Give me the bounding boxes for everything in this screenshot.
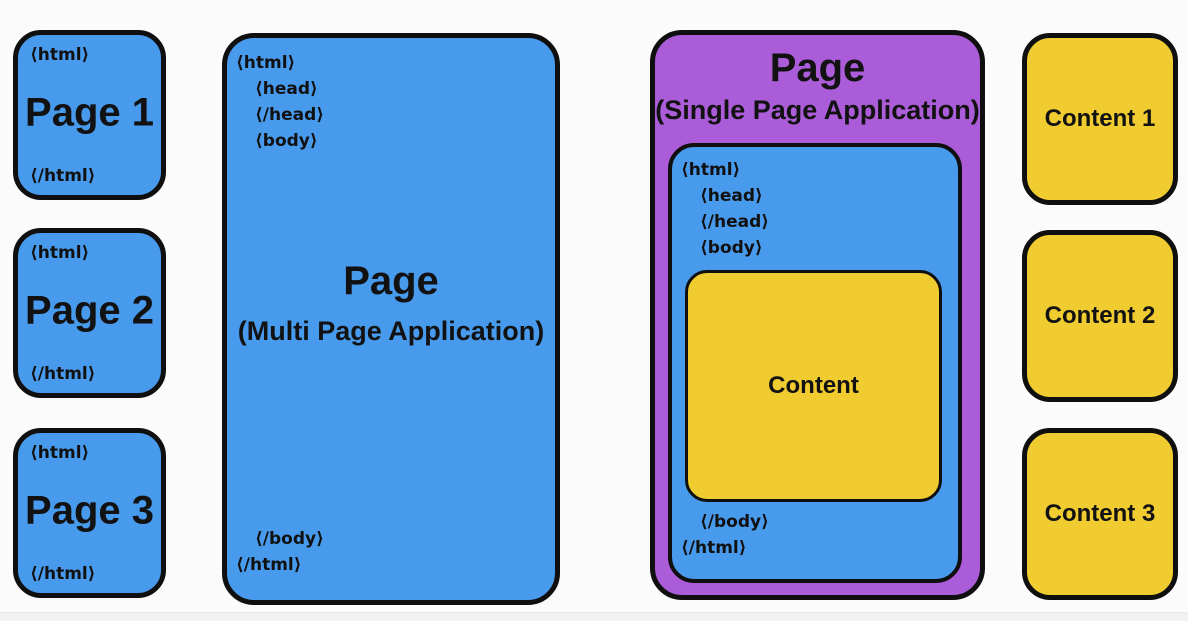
content2-box: Content 2 — [1022, 230, 1178, 402]
spa-open-tags: ⟨html⟩ ⟨head⟩ ⟨/head⟩ ⟨body⟩ — [681, 157, 769, 261]
page3-label: Page 3 — [25, 488, 154, 533]
mpa-subtitle: (Multi Page Application) — [237, 316, 545, 346]
body-open-tag: ⟨body⟩ — [700, 238, 763, 258]
html-close-tag: ⟨/html⟩ — [30, 364, 96, 384]
page2-label: Page 2 — [25, 288, 154, 333]
body-close-tag: ⟨/body⟩ — [700, 512, 769, 532]
bottom-edge-strip — [0, 612, 1188, 621]
mpa-title-block: Page (Multi Page Application) — [227, 256, 555, 348]
content3-box: Content 3 — [1022, 428, 1178, 600]
content1-label: Content 1 — [1044, 105, 1156, 132]
spa-content-label: Content — [768, 372, 859, 399]
content1-box: Content 1 — [1022, 33, 1178, 205]
mpa-open-tags: ⟨html⟩ ⟨head⟩ ⟨/head⟩ ⟨body⟩ — [236, 50, 324, 154]
head-close-tag: ⟨/head⟩ — [255, 105, 325, 125]
mpa-page2-box: ⟨html⟩ Page 2 ⟨/html⟩ — [13, 228, 166, 398]
spa-page-box: Page (Single Page Application) ⟨html⟩ ⟨h… — [650, 30, 985, 600]
spa-content-box: Content — [685, 270, 942, 502]
html-open-tag: ⟨html⟩ — [681, 160, 741, 180]
html-open-tag: ⟨html⟩ — [30, 443, 90, 463]
html-close-tag: ⟨/html⟩ — [681, 538, 747, 558]
html-open-tag: ⟨html⟩ — [236, 53, 296, 73]
content2-label: Content 2 — [1044, 302, 1156, 329]
content3-label: Content 3 — [1044, 500, 1156, 527]
mpa-title: Page — [343, 259, 439, 303]
html-close-tag: ⟨/html⟩ — [30, 166, 96, 186]
mpa-page1-box: ⟨html⟩ Page 1 ⟨/html⟩ — [13, 30, 166, 200]
mpa-page3-box: ⟨html⟩ Page 3 ⟨/html⟩ — [13, 428, 166, 598]
mpa-document-box: ⟨html⟩ ⟨head⟩ ⟨/head⟩ ⟨body⟩ Page (Multi… — [222, 33, 560, 605]
html-close-tag: ⟨/html⟩ — [236, 555, 302, 575]
head-open-tag: ⟨head⟩ — [255, 79, 318, 99]
page1-label: Page 1 — [25, 90, 154, 135]
html-close-tag: ⟨/html⟩ — [30, 564, 96, 584]
head-close-tag: ⟨/head⟩ — [700, 212, 770, 232]
spa-title: Page — [769, 46, 866, 90]
spa-title-block: Page (Single Page Application) — [655, 43, 980, 127]
html-open-tag: ⟨html⟩ — [30, 243, 90, 263]
spa-subtitle: (Single Page Application) — [655, 95, 980, 125]
mpa-close-tags: ⟨/body⟩ ⟨/html⟩ — [236, 526, 324, 578]
spa-close-tags: ⟨/body⟩ ⟨/html⟩ — [681, 509, 769, 561]
body-close-tag: ⟨/body⟩ — [255, 529, 324, 549]
html-open-tag: ⟨html⟩ — [30, 45, 90, 65]
head-open-tag: ⟨head⟩ — [700, 186, 763, 206]
spa-html-document-box: ⟨html⟩ ⟨head⟩ ⟨/head⟩ ⟨body⟩ Content ⟨/b… — [668, 143, 962, 583]
body-open-tag: ⟨body⟩ — [255, 131, 318, 151]
